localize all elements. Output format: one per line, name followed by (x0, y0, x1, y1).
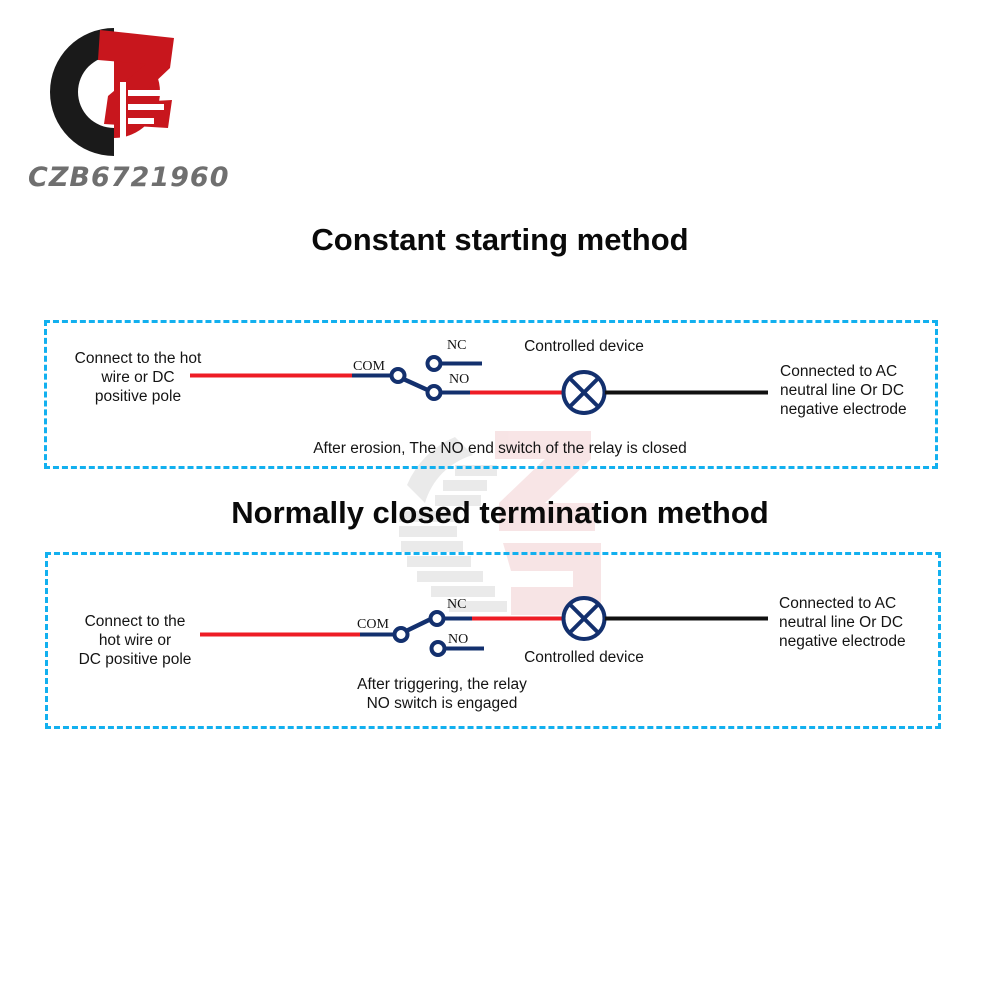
diagram2-terminal-com: COM (357, 617, 389, 632)
diagram1-terminal-no: NO (449, 372, 470, 387)
diagram1-terminal-com: COM (353, 359, 385, 374)
diagram-panel-normally-closed (45, 552, 941, 729)
diagram1-left-source-label: Connect to the hot wire or DC positive p… (74, 350, 202, 405)
diagram1-caption: After erosion, The NO end switch of the … (313, 440, 687, 457)
section-title-normally-closed: Normally closed termination method (231, 495, 769, 530)
brand-logo: CZB6721960 (28, 24, 228, 204)
diagram2-terminal-nc: NC (447, 597, 467, 612)
czb-logo-icon (50, 28, 174, 156)
diagram1-right-return-label: Connected to AC neutral line Or DC negat… (780, 363, 907, 418)
diagram-panel-constant-starting (44, 320, 938, 469)
diagram2-terminal-no: NO (448, 632, 469, 647)
diagram2-caption: After triggering, the relay NO switch is… (357, 676, 527, 712)
diagram2-left-source-label: Connect to the hot wire or DC positive p… (78, 613, 192, 668)
diagram2-device-label: Controlled device (524, 649, 644, 666)
diagram1-terminal-nc: NC (447, 338, 467, 353)
brand-wordmark: CZB6721960 (28, 162, 230, 193)
diagram2-right-return-label: Connected to AC neutral line Or DC negat… (779, 595, 906, 650)
diagram1-device-label: Controlled device (524, 338, 644, 355)
watermark-logo (399, 431, 601, 615)
section-title-constant-starting: Constant starting method (311, 222, 689, 257)
